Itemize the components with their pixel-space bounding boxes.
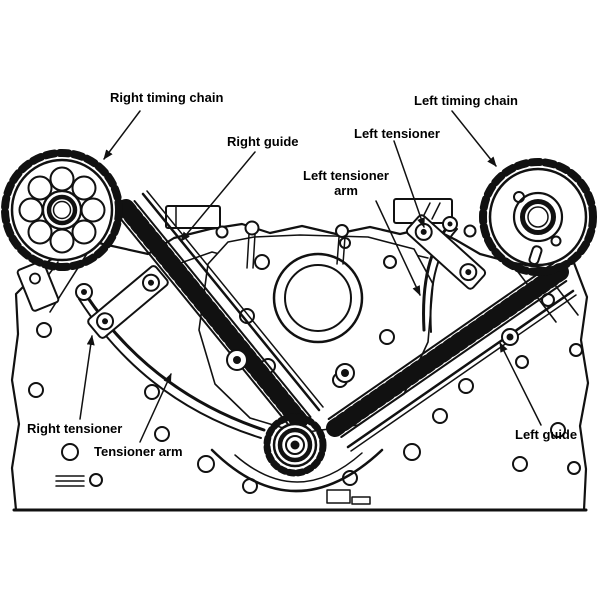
left-tensioner-arm-part <box>422 222 452 332</box>
right-guide-rail <box>141 192 321 412</box>
left-chain-ring <box>479 158 597 276</box>
left-tensioner-part <box>405 214 487 290</box>
left-tensioner-arm-arrow <box>375 200 421 296</box>
tensioner-arm-arrow <box>139 373 172 443</box>
left-guide-arrow <box>499 342 542 426</box>
left-guide-rail <box>346 289 575 449</box>
right-chain-band <box>117 199 311 433</box>
left-timing-chain-arrow <box>451 110 497 167</box>
label-left-timing-chain: Left timing chain <box>414 93 518 108</box>
label-tensioner-arm: Tensioner arm <box>94 444 183 459</box>
label-right-guide: Right guide <box>227 134 299 149</box>
right-tensioner-arrow <box>79 335 95 420</box>
label-left-guide: Left guide <box>515 427 578 442</box>
left-cam-sprocket <box>479 158 597 276</box>
leader-arrows <box>79 110 542 443</box>
label-right-tensioner: Right tensioner <box>27 421 123 436</box>
front-cover-opening <box>272 252 364 344</box>
right-timing-chain-arrow <box>103 110 141 160</box>
right-chain-ring <box>1 149 123 271</box>
block-bolt-holes <box>28 293 583 494</box>
left-tensioner-arrow <box>393 140 425 228</box>
crank-sprocket <box>210 413 384 493</box>
valley-fittings <box>165 198 477 269</box>
right-tensioner-part <box>87 265 169 339</box>
left-chain-band <box>326 263 569 437</box>
label-left-tensioner-arm: Left tensioner arm <box>303 168 389 198</box>
label-right-timing-chain: Right timing chain <box>110 90 224 105</box>
crank-seal-housing <box>210 448 384 493</box>
label-left-tensioner: Left tensioner <box>354 126 440 141</box>
left-timing-chain-run <box>326 214 577 452</box>
right-cam-sprocket <box>1 149 123 271</box>
right-guide-arrow <box>180 151 256 242</box>
right-timing-chain-run <box>75 190 324 439</box>
crank-chain-ring <box>263 413 327 477</box>
